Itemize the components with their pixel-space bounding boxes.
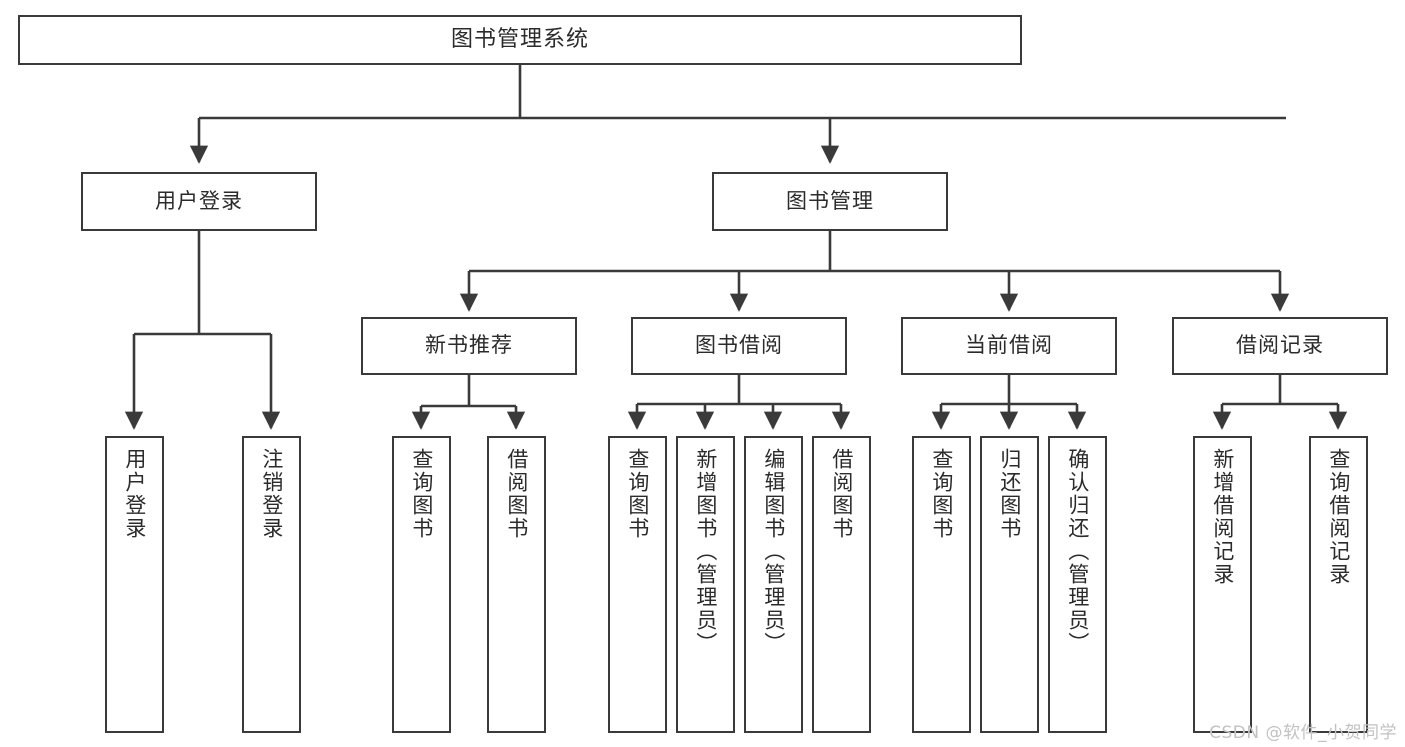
node-label: 图书管理系统 — [450, 26, 589, 52]
leaf-new-book-query[interactable]: 查询图书 — [392, 436, 451, 733]
node-root-system[interactable]: 图书管理系统 — [18, 15, 1022, 65]
node-label: 归还图书 — [997, 448, 1022, 540]
leaf-new-book-borrow[interactable]: 借阅图书 — [487, 436, 546, 733]
leaf-user-login-signin[interactable]: 用户登录 — [105, 436, 164, 733]
leaf-borrow-record-query[interactable]: 查询借阅记录 — [1309, 436, 1368, 733]
node-label: 借阅记录 — [1236, 333, 1324, 358]
node-borrow-record[interactable]: 借阅记录 — [1172, 317, 1388, 375]
node-book-management[interactable]: 图书管理 — [712, 172, 948, 231]
node-label: 新书推荐 — [425, 333, 513, 358]
leaf-book-borrow-add[interactable]: 新增图书（管理员） — [676, 436, 735, 733]
node-label: 图书管理 — [786, 188, 874, 213]
leaf-book-borrow-borrow[interactable]: 借阅图书 — [812, 436, 871, 733]
watermark-text: CSDN @软件_小贺同学 — [1209, 723, 1397, 743]
node-label: 查询图书 — [929, 448, 954, 540]
leaf-current-borrow-confirm-return[interactable]: 确认归还（管理员） — [1048, 436, 1107, 733]
node-label: 借阅图书 — [504, 448, 529, 540]
node-label: 用户登录 — [122, 448, 147, 540]
node-label: 新增图书（管理员） — [693, 448, 718, 655]
node-label: 编辑图书（管理员） — [761, 448, 786, 655]
node-label: 查询借阅记录 — [1326, 448, 1351, 586]
node-label: 借阅图书 — [829, 448, 854, 540]
leaf-borrow-record-add[interactable]: 新增借阅记录 — [1193, 436, 1252, 733]
node-label: 查询图书 — [409, 448, 434, 540]
leaf-current-borrow-query[interactable]: 查询图书 — [912, 436, 971, 733]
node-label: 注销登录 — [259, 448, 284, 540]
leaf-book-borrow-query[interactable]: 查询图书 — [608, 436, 667, 733]
leaf-book-borrow-edit[interactable]: 编辑图书（管理员） — [744, 436, 803, 733]
leaf-user-login-signout[interactable]: 注销登录 — [242, 436, 301, 733]
node-label: 确认归还（管理员） — [1065, 448, 1090, 655]
node-label: 新增借阅记录 — [1210, 448, 1235, 586]
node-label: 图书借阅 — [695, 333, 783, 358]
node-user-login[interactable]: 用户登录 — [81, 172, 317, 231]
node-book-borrow[interactable]: 图书借阅 — [631, 317, 847, 375]
node-label: 当前借阅 — [965, 333, 1053, 358]
node-label: 查询图书 — [625, 448, 650, 540]
node-new-book-recommend[interactable]: 新书推荐 — [361, 317, 577, 375]
node-label: 用户登录 — [155, 188, 243, 213]
leaf-current-borrow-return[interactable]: 归还图书 — [980, 436, 1039, 733]
node-current-borrow[interactable]: 当前借阅 — [901, 317, 1117, 375]
